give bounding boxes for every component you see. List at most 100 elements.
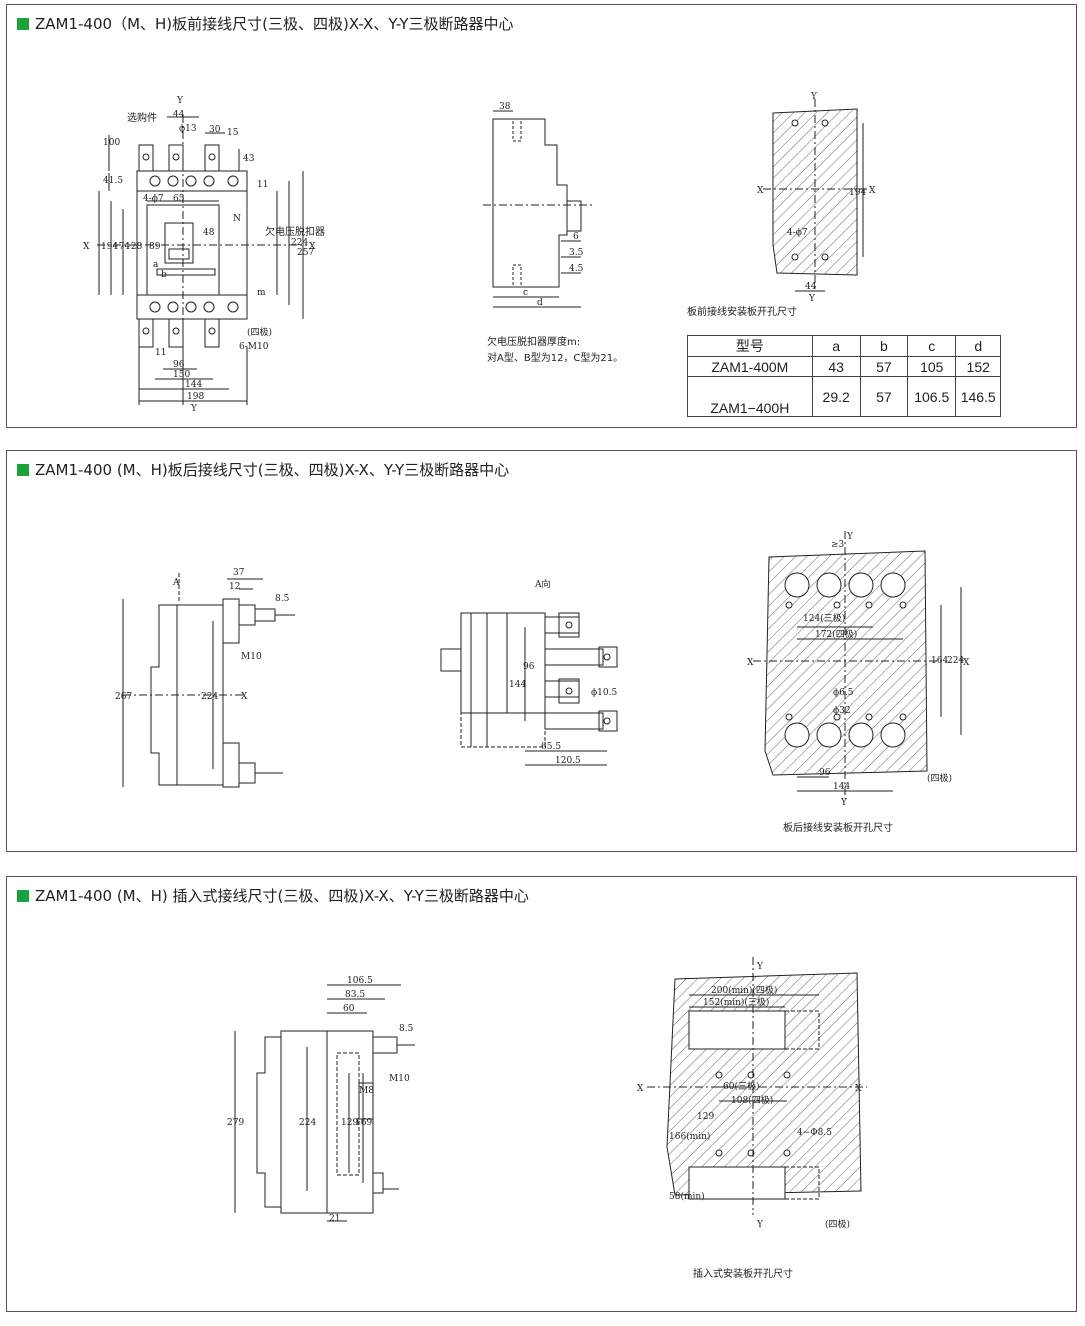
axis-x-left-label: X: [83, 242, 90, 252]
dim-38: 38: [499, 102, 511, 112]
dim-65: 65: [173, 194, 185, 204]
panel-axis-y-bottom: Y: [808, 294, 816, 304]
dim-48: 48: [203, 228, 215, 238]
front-panel-cutout: [763, 99, 867, 292]
optional-parts-label: 选购件: [127, 111, 157, 124]
dim-11: 11: [257, 180, 268, 190]
dim-164: 164: [931, 656, 948, 666]
breaker-front-view: [97, 115, 307, 405]
dim-60: 60: [343, 1004, 355, 1014]
dim-96: 96: [173, 360, 185, 370]
side-note-line1: 欠电压脱扣器厚度m:: [487, 337, 581, 348]
rear-a-view: [440, 612, 618, 766]
section-title-row: ZAM1-400 (M、H) 插入式接线尺寸(三极、四极)X-X、Y-Y三极断路…: [17, 885, 529, 906]
dim-m-label: m: [257, 288, 266, 298]
screw-label: 6-M10: [239, 342, 269, 352]
dim-224: 224: [201, 692, 218, 702]
dim-166: 166(min): [669, 1131, 710, 1142]
dim-108: 108(四极): [731, 1094, 773, 1106]
col-a: a: [811, 335, 861, 357]
dim-89: 89: [149, 242, 161, 252]
dim-b-label: b: [161, 270, 167, 280]
dim-41-5: 41.5: [103, 176, 123, 186]
row-b: 57: [859, 356, 909, 377]
four-pole-label: (四极): [927, 772, 952, 784]
dim-d-label: d: [537, 298, 543, 308]
dim-21: 21: [329, 1214, 340, 1224]
table-row: ZAM1−400H 29.2 57 106.5 146.5: [687, 376, 1001, 417]
dim-128: 128: [125, 242, 142, 252]
n-label: N: [233, 214, 241, 224]
m10-label: M10: [389, 1074, 410, 1084]
row-c: 105: [907, 356, 957, 377]
dim-c-label: c: [523, 288, 528, 298]
breaker-side-view: [483, 110, 593, 308]
table-row: ZAM1-400M 43 57 105 152: [687, 356, 1001, 377]
panel-axis-x-right: X: [869, 186, 876, 196]
axis-y-top-label: Y: [176, 96, 184, 106]
four-pole-label: (四极): [825, 1218, 850, 1230]
row-a: 29.2: [811, 376, 861, 417]
row-b: 57: [859, 376, 909, 417]
section-plug-in-wiring: ZAM1-400 (M、H) 插入式接线尺寸(三极、四极)X-X、Y-Y三极断路…: [6, 876, 1077, 1312]
row-model: ZAM1−400H: [687, 376, 813, 417]
section-marker: [17, 17, 29, 30]
breaker-front-holes: [142, 153, 239, 335]
plug-in-side-view: [234, 984, 415, 1222]
section-title: ZAM1-400 (M、H) 插入式接线尺寸(三极、四极)X-X、Y-Y三极断路…: [35, 887, 529, 905]
rear-side-view: [122, 573, 295, 788]
dim-83-5: 83.5: [345, 990, 365, 1000]
section-front-wiring: ZAM1-400（M、H)板前接线尺寸(三极、四极)X-X、Y-Y三极断路器中心: [6, 4, 1077, 428]
dim-172: 172(四极): [815, 628, 857, 640]
voltage-release-label: 欠电压脱扣器: [265, 225, 325, 238]
side-note-line2: 对A型、B型为12，C型为21。: [487, 353, 624, 364]
dim-44: 44: [173, 110, 185, 120]
panel-axis-x-right: X: [855, 1084, 862, 1094]
panel-dim-44: 44: [805, 282, 817, 292]
section-title: ZAM1-400（M、H)板前接线尺寸(三极、四极)X-X、Y-Y三极断路器中心: [35, 15, 514, 33]
axis-x-label: X: [241, 692, 248, 702]
panel-dim-129: 129: [697, 1112, 714, 1122]
dim-8-5: 8.5: [399, 1024, 414, 1034]
dim-10-5: ϕ10.5: [591, 688, 617, 698]
front-wiring-drawings: 选购件 Y Y X X 44 ϕ13 30 15 43 100 41.5 11 …: [83, 92, 876, 414]
dim-60-three: 60(三极): [723, 1080, 759, 1092]
m10-label: M10: [241, 652, 262, 662]
section-marker: [17, 889, 29, 902]
dim-144: 144: [509, 680, 526, 690]
dim-30: 30: [209, 125, 221, 135]
dim-hole-13: ϕ13: [179, 124, 197, 134]
panel-axis-y-top: Y: [756, 962, 764, 972]
panel-caption: 插入式安装板开孔尺寸: [693, 1269, 793, 1280]
dim-120-5: 120.5: [555, 756, 581, 766]
dim-58: 58(min): [669, 1191, 705, 1202]
dim-150: 150: [173, 370, 190, 380]
panel-axis-y-bottom: Y: [756, 1220, 764, 1230]
ge3-label: ≥3: [831, 540, 845, 550]
col-d: d: [955, 335, 1001, 357]
dim-267: 267: [115, 692, 132, 702]
dim-129: 129: [341, 1118, 358, 1128]
dim-4-5: 4.5: [569, 264, 584, 274]
panel-axis-x-left: X: [747, 658, 754, 668]
plug-in-panel-cutout: [647, 957, 867, 1215]
dim-224: 224: [291, 238, 308, 248]
m8-label: M8: [359, 1086, 374, 1096]
dim-169: 169: [355, 1118, 372, 1128]
panel-dim-144: 144: [833, 782, 850, 792]
panel-caption: 板后接线安装板开孔尺寸: [783, 823, 893, 834]
dim-65-5: 65.5: [541, 742, 561, 752]
dim-11-bottom: 11: [155, 348, 166, 358]
dim-96: 96: [523, 662, 535, 672]
col-c: c: [907, 335, 957, 357]
dim-15: 15: [227, 128, 239, 138]
panel-hole-label: 4-ϕ7: [787, 228, 808, 238]
dim-257: 257: [297, 248, 314, 258]
dim-106-5: 106.5: [347, 976, 373, 986]
dim-32: ϕ32: [833, 706, 851, 716]
holes-label: 4−Φ8.5: [797, 1128, 832, 1138]
dim-198: 198: [187, 392, 204, 402]
col-model: 型号: [687, 335, 813, 357]
dim-144: 144: [185, 380, 202, 390]
axis-x-right-label: X: [309, 242, 316, 252]
